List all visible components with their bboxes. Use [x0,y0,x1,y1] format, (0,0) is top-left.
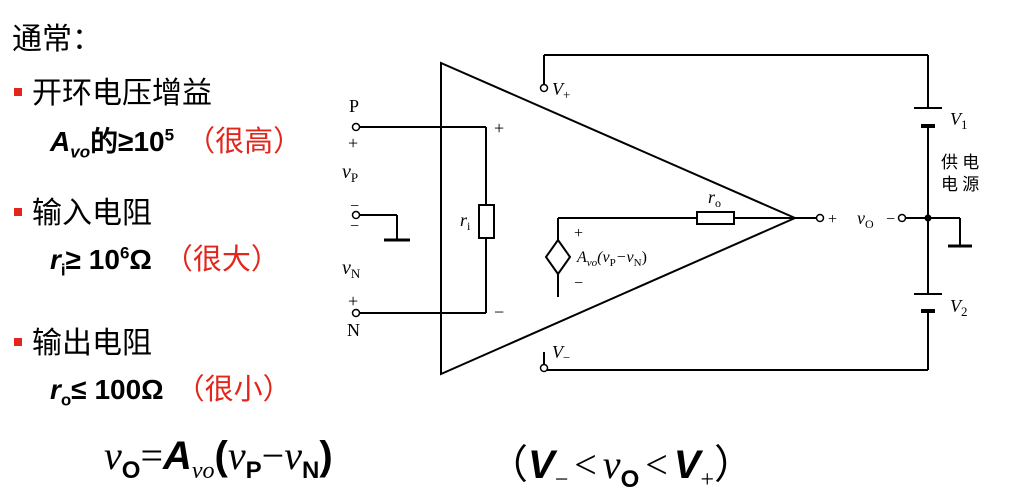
formula-open-paren: ( [214,434,228,478]
bullet-input-resistance: 输入电阻 [14,188,152,232]
label-vout: vO [857,208,874,231]
bullet-square-icon [14,87,22,96]
label-v1: V1 [950,109,968,132]
formula-gain-sub: vo [191,458,215,484]
bullet-output-resistance: 输出电阻 [14,318,152,362]
label-vp-minus: − [350,198,359,215]
range-low-sub: − [554,467,569,493]
spec-gain-sub: vo [70,142,91,162]
formula-close-paren: ) [319,434,333,478]
ro-resistor [696,211,735,225]
formula-vo-var: v [104,433,122,478]
opamp-triangle [440,61,798,376]
terminal-output-return [897,213,907,223]
label-v2: V2 [950,296,968,319]
formula-vp: v [227,433,246,478]
label-source-minus: − [574,275,583,292]
range-open: （ [488,442,528,487]
formula-vo-sub: O [121,457,141,484]
label-vminus: V− [552,342,570,365]
label-supply-line1: 供 电 [941,153,979,172]
formula-minus: − [261,433,285,478]
range-lt-2: < [645,442,668,487]
bullet-input-label: 输入电阻 [32,196,152,231]
terminal-ground-left [351,210,361,220]
range-high: V [673,443,701,487]
range-lt-1: < [574,442,597,487]
label-n: N [347,320,360,340]
spec-ro-text: ≤ 100Ω [71,374,164,405]
terminal-vplus [539,83,549,93]
label-source-expression: Avo(vP−vN) [576,249,647,269]
label-vplus: V+ [552,79,570,102]
label-ro: ro [708,187,721,210]
spec-ri-text: ≥ 10 [65,244,120,275]
spec-gain-text: 的≥10 [90,126,165,157]
spec-ri-sub: i [60,260,66,280]
formula-vn: v [284,433,302,478]
spec-ri-symbol: r [50,244,61,275]
spec-output-resistance: ro≤ 100Ω （很小） [50,366,292,411]
label-p: P [349,96,359,116]
label-supply-line2: 电 源 [941,175,979,194]
terminal-output [815,213,825,223]
spec-input-resistance: ri≥ 106Ω （很大） [50,236,280,281]
terminal-p [351,122,361,132]
formula-gain: A [163,434,192,478]
dependent-source-diamond [544,238,572,276]
range-mid: v [602,442,621,487]
label-input-plus: + [494,118,504,138]
range-close: ） [714,442,755,487]
bullet-square-icon [14,337,22,346]
spec-gain-note: （很高） [186,124,303,158]
spec-ro-symbol: r [50,374,61,405]
spec-ro-sub: o [60,390,72,410]
bullet-output-label: 输出电阻 [32,326,152,361]
spec-gain-sup: 5 [164,125,175,145]
label-source-plus: + [574,225,583,242]
spec-ri-note: （很大） [163,242,280,276]
label-p-plus: + [348,133,358,153]
range-mid-sub: O [620,466,640,493]
label-output-minus: − [886,211,895,228]
output-range-formula: （V−<vO<V+） [488,432,754,494]
junction-dot [924,214,932,222]
label-vn: vN [342,257,361,281]
range-low: V [528,443,555,487]
spec-gain-symbol: A [50,126,71,157]
spec-ro-note: （很小） [175,372,292,406]
spec-ri-unit: Ω [129,244,152,275]
label-n-plus: + [348,291,358,311]
bullet-gain-label: 开环电压增益 [32,76,212,111]
bullet-square-icon [14,207,22,216]
label-input-minus: − [494,302,504,322]
label-vn-minus: − [350,218,359,235]
formula-vn-sub: N [301,457,320,484]
formula-equals: = [140,433,163,478]
heading: 通常： [12,22,102,57]
range-high-sub: + [700,467,715,493]
terminal-n [351,308,361,318]
spec-ri-sup: 6 [119,243,130,263]
spec-gain: Avo的≥105 （很高） [50,118,302,163]
gain-formula: vO=Avo(vP−vN) [104,432,333,485]
formula-vp-sub: P [245,457,262,484]
bullet-gain: 开环电压增益 [14,68,212,112]
label-output-plus: + [828,211,837,228]
label-vp: vP [342,161,358,185]
ri-resistor [478,204,495,239]
label-ri: ri [460,210,471,233]
terminal-vminus [539,363,549,373]
